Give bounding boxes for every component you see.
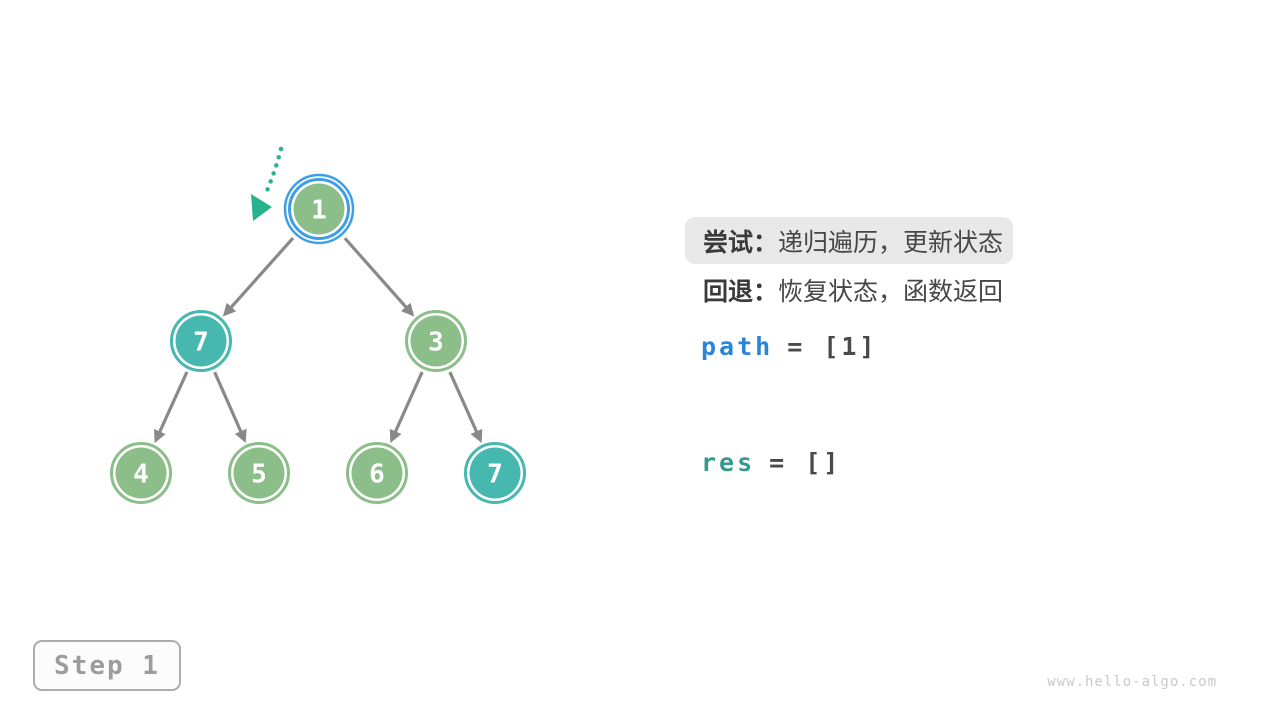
path-variable-name: path [701,332,774,361]
backtrack-label: 回退： [703,278,779,306]
step-badge-label: Step 1 [54,650,160,681]
watermark-url: www.hello-algo.com [1047,674,1217,690]
tree-node-label-n1: 1 [311,196,327,226]
try-highlight-box: 尝试：递归遍历，更新状态 [685,217,1013,264]
try-label: 尝试： [703,228,779,257]
path-variable-line: path = [1] [701,332,877,362]
tree-node-label-n4: 4 [133,460,149,490]
backtrack-text: 恢复状态，函数返回 [778,278,1004,306]
tree-edge-n1-n3 [343,237,415,317]
tree-edge-n1-n7l [222,237,295,317]
tree-edge-n3-n7r [448,371,483,444]
tree-node-label-n7l: 7 [193,328,209,358]
res-variable-name: res [701,448,756,477]
tree-node-label-n3: 3 [428,328,444,358]
try-text: 递归遍历，更新状态 [778,228,1004,257]
tree-edge-n3-n6 [389,371,424,444]
binary-tree-diagram: 1 7 3 4 5 6 7 [110,146,526,504]
res-variable-value: = [] [769,448,842,477]
tree-node-n3 [410,315,462,367]
tree-edge-n7l-n5 [213,371,247,443]
tree-node-label-n7r: 7 [487,460,503,490]
step-badge: Step 1 [33,640,181,691]
tree-node-label-n5: 5 [251,460,267,490]
backtrack-line: 回退：恢复状态，函数返回 [703,277,1003,307]
tree-node-n7r [469,447,521,499]
tree-node-n6 [351,447,403,499]
tree-node-n4 [115,447,167,499]
res-variable-line: res = [] [701,448,841,478]
path-variable-value: = [1] [787,332,878,361]
tree-node-label-n6: 6 [369,460,385,490]
pointer-arrow-icon [251,194,272,221]
tree-node-n1 [293,183,345,235]
tree-node-n5 [233,447,285,499]
current-node-outer-ring [283,173,355,245]
tree-edge-n7l-n4 [154,371,189,444]
tree-node-n7l [175,315,227,367]
pointer-dotted-curve [263,146,284,196]
